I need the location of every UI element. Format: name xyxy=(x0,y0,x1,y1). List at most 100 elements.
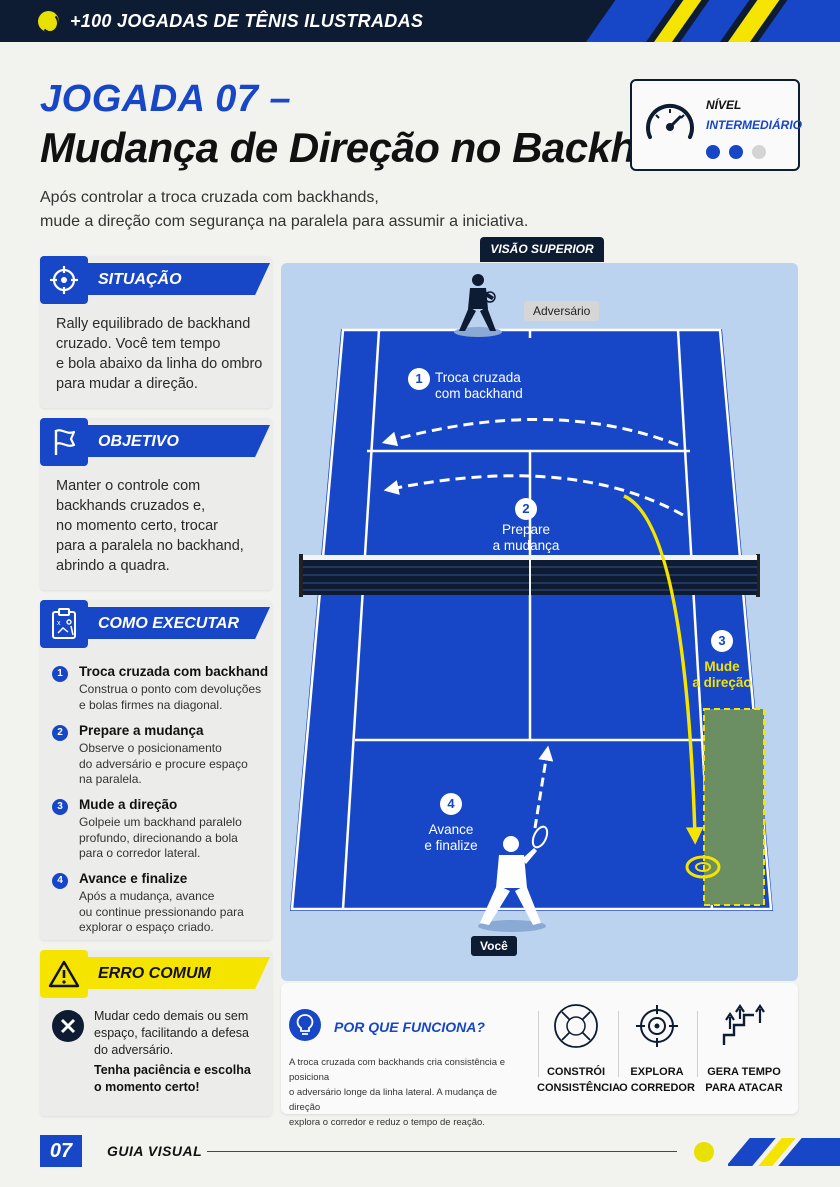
why-line: explora o corredor e reduz o tempo de re… xyxy=(289,1117,485,1128)
court-label-line: a direção xyxy=(692,675,752,690)
court-label-line: com backhand xyxy=(435,386,523,401)
tennis-ball-icon xyxy=(38,11,59,33)
opponent-label: Adversário xyxy=(524,301,600,321)
level-value: INTERMEDIÁRIO xyxy=(706,118,802,132)
step-line: Observe o posicionamento xyxy=(79,741,222,755)
step-number: 4 xyxy=(52,873,68,889)
card-header-bar xyxy=(84,425,270,457)
clipboard-icon: x xyxy=(40,600,88,648)
crosshair-icon xyxy=(40,256,88,304)
court-step-4-number: 4 xyxy=(440,793,462,815)
card-text-line: abrindo a quadra. xyxy=(56,558,170,574)
target-ring-inner xyxy=(695,862,711,872)
footer-stripes xyxy=(728,1138,840,1166)
card-header: COMO EXECUTAR x xyxy=(40,600,272,648)
crosscourt-arrow-1 xyxy=(381,418,679,447)
benefit-line: CONSISTÊNCIA xyxy=(537,1082,621,1094)
error-line: do adversário. xyxy=(94,1043,174,1057)
step-number: 2 xyxy=(52,725,68,741)
step-line: para o corredor lateral. xyxy=(79,846,201,860)
card-text-line: e bola abaixo da linha do ombro xyxy=(56,356,263,372)
benefit-line: EXPLORA xyxy=(630,1066,684,1078)
why-title: POR QUE FUNCIONA? xyxy=(334,1019,485,1035)
arrows-cross-icon xyxy=(554,1004,598,1048)
warning-icon xyxy=(40,950,88,998)
target-ring xyxy=(685,855,721,879)
how-to-card: COMO EXECUTAR x 1 Troca cruzada com back… xyxy=(40,600,272,940)
step-line: e bolas firmes na diagonal. xyxy=(79,697,223,712)
court-label-line: Troca cruzada xyxy=(435,370,521,385)
advance-arrow xyxy=(533,745,554,829)
flag-icon xyxy=(40,418,88,466)
why-line: A troca cruzada com backhands cria consi… xyxy=(289,1057,505,1083)
step-title: Troca cruzada com backhand xyxy=(79,664,269,679)
tip-line: o momento certo! xyxy=(94,1080,200,1094)
step-title: Avance e finalize xyxy=(79,871,188,886)
lightbulb-icon xyxy=(289,1009,321,1041)
benefit-line: O CORREDOR xyxy=(619,1082,695,1094)
error-line: espaço, facilitando a defesa xyxy=(94,1026,249,1040)
step-title: Prepare a mudança xyxy=(79,723,204,738)
card-title: ERRO COMUM xyxy=(98,965,211,982)
error-description: Mudar cedo demais ou sem espaço, facilit… xyxy=(94,1008,249,1059)
step-line: ou continue pressionando para xyxy=(79,904,244,919)
card-text-line: para mudar a direção. xyxy=(56,376,198,392)
step-line: explorar o espaço criado. xyxy=(79,920,214,934)
step-number: 1 xyxy=(52,666,68,682)
opponent-player-icon xyxy=(454,274,502,337)
benefit-line: CONSTRÓI xyxy=(546,1066,606,1078)
step-number: 3 xyxy=(52,799,68,815)
why-text: A troca cruzada com backhands cria consi… xyxy=(289,1055,515,1130)
level-box: NÍVEL INTERMEDIÁRIO xyxy=(630,79,802,171)
card-header-bar xyxy=(84,957,270,989)
card-text-line: no momento certo, trocar xyxy=(56,518,218,534)
level-dot xyxy=(729,145,743,159)
net xyxy=(299,554,760,597)
step-line: Golpeie um backhand paralelo xyxy=(79,815,242,829)
card-title: COMO EXECUTAR xyxy=(98,615,240,632)
court-step-3-number: 3 xyxy=(711,630,733,652)
step-line: Construa o ponto com devoluções xyxy=(79,682,262,696)
footer-divider xyxy=(207,1151,677,1152)
court-step-2-number: 2 xyxy=(515,498,537,520)
level-label: NÍVEL xyxy=(706,98,742,112)
court-step-1-number: 1 xyxy=(408,368,430,390)
card-header-bar xyxy=(84,263,270,295)
card-text-line: backhands cruzados e, xyxy=(56,498,206,514)
tennis-ball-icon xyxy=(694,1142,714,1162)
card-text-line: para a paralela no backhand, xyxy=(56,538,244,554)
step-line: na paralela. xyxy=(79,772,142,786)
why-it-works-panel: POR QUE FUNCIONA? A troca cruzada com ba… xyxy=(281,983,798,1128)
card-header-bar xyxy=(84,607,270,639)
common-error-card: ERRO COMUM Mudar cedo demais ou sem espa… xyxy=(40,950,272,1116)
series-title: +100 JOGADAS DE TÊNIS ILUSTRADAS xyxy=(70,11,424,31)
court-surface xyxy=(290,329,773,911)
card-header: SITUAÇÃO xyxy=(40,256,272,304)
view-label: VISÃO SUPERIOR xyxy=(480,237,604,262)
card-title: SITUAÇÃO xyxy=(98,271,182,288)
subtitle-line: mude a direção com segurança na paralela… xyxy=(40,213,529,230)
level-dot xyxy=(752,145,766,159)
play-number: JOGADA 07 – xyxy=(40,78,292,120)
you-player-icon xyxy=(478,825,549,932)
card-header: ERRO COMUM xyxy=(40,950,272,998)
benefit-consistency: CONSTRÓI CONSISTÊNCIA xyxy=(537,1003,621,1096)
court-svg xyxy=(290,274,773,932)
objective-card: OBJETIVO Manter o controle com backhands… xyxy=(40,418,272,590)
crosscourt-arrow-2 xyxy=(383,474,684,517)
subtitle: Após controlar a troca cruzada com backh… xyxy=(40,186,528,234)
target-zone xyxy=(703,708,765,906)
target-icon xyxy=(636,1005,678,1047)
level-dot xyxy=(706,145,720,159)
court-label-line: Prepare xyxy=(501,522,551,537)
step-line: Após a mudança, avance xyxy=(79,889,215,903)
